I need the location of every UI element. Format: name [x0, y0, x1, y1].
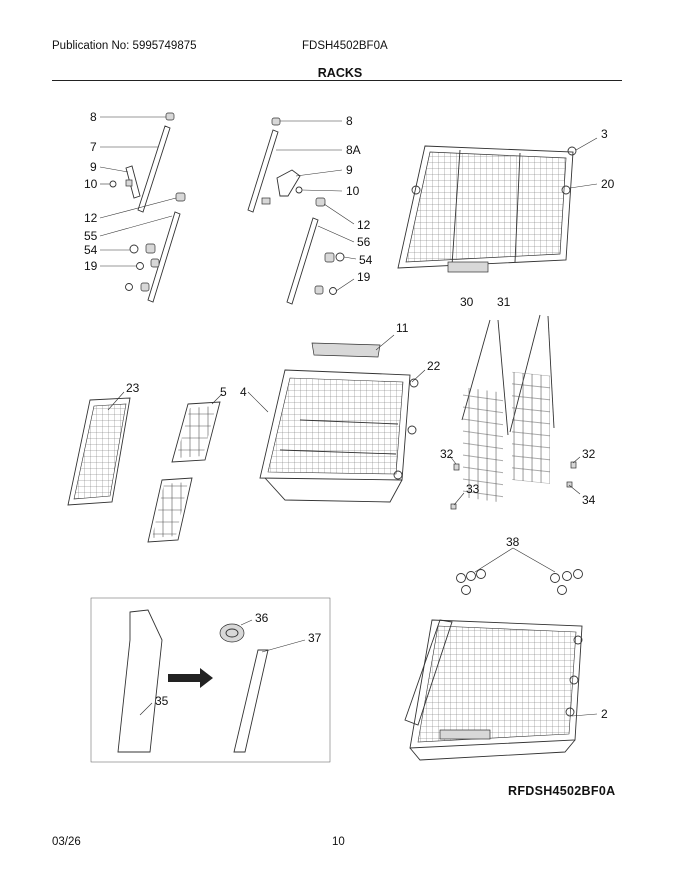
callout-8-right: 8: [346, 114, 353, 128]
callout-9-left: 9: [90, 160, 97, 174]
callout-56: 56: [357, 235, 371, 249]
model-number: FDSH4502BF0A: [302, 40, 388, 52]
third-level-rack: [397, 145, 577, 273]
right-rail-assembly: [247, 117, 345, 305]
callout-3: 3: [601, 127, 608, 141]
upper-rack: [404, 619, 583, 761]
callout-54-left: 54: [84, 243, 98, 257]
page-number: 10: [332, 836, 345, 848]
left-rail-assembly: [109, 112, 186, 303]
callout-9-right: 9: [346, 163, 353, 177]
callout-12-left: 12: [84, 211, 98, 225]
fold-down-tines: [147, 401, 221, 543]
callout-numbers: 8 7 9 10 12 55 54 19 8 8A 9 10 12 56 54 …: [84, 110, 615, 721]
callout-31: 31: [497, 295, 511, 309]
publication-number: Publication No: 5995749875: [52, 40, 197, 52]
callout-36: 36: [255, 611, 269, 625]
spray-arm-detail: [90, 597, 331, 763]
callout-37: 37: [308, 631, 322, 645]
callout-12-right: 12: [357, 218, 371, 232]
leader-lines: [99, 116, 598, 717]
callout-10-left: 10: [84, 177, 98, 191]
section-title: RACKS: [317, 66, 363, 80]
callout-19-right: 19: [357, 270, 371, 284]
footer-date: 03/26: [52, 836, 81, 848]
callout-32-left: 32: [440, 447, 454, 461]
callout-23: 23: [126, 381, 140, 395]
rack-wheels: [456, 569, 583, 595]
callout-8-left: 8: [90, 110, 97, 124]
callout-19-left: 19: [84, 259, 98, 273]
header-rule: [52, 80, 622, 81]
small-clips: [450, 461, 577, 510]
callout-20: 20: [601, 177, 615, 191]
lower-rack: [259, 369, 419, 503]
callout-34: 34: [582, 493, 596, 507]
rack-handle: [311, 342, 381, 358]
callout-55: 55: [84, 229, 98, 243]
callout-8A: 8A: [346, 143, 361, 157]
callout-5: 5: [220, 385, 227, 399]
callout-38: 38: [506, 535, 520, 549]
callout-32-right: 32: [582, 447, 596, 461]
callout-7: 7: [90, 140, 97, 154]
callout-22: 22: [427, 359, 441, 373]
silverware-basket: [67, 397, 131, 506]
diagram-code: RFDSH4502BF0A: [508, 784, 616, 798]
callout-33: 33: [466, 482, 480, 496]
callout-10-right: 10: [346, 184, 360, 198]
callout-35: 35: [155, 694, 169, 708]
callout-30: 30: [460, 295, 474, 309]
callout-4: 4: [240, 385, 247, 399]
callout-2: 2: [601, 707, 608, 721]
callout-54-right: 54: [359, 253, 373, 267]
callout-11: 11: [396, 321, 409, 335]
tine-rows: [461, 314, 555, 503]
